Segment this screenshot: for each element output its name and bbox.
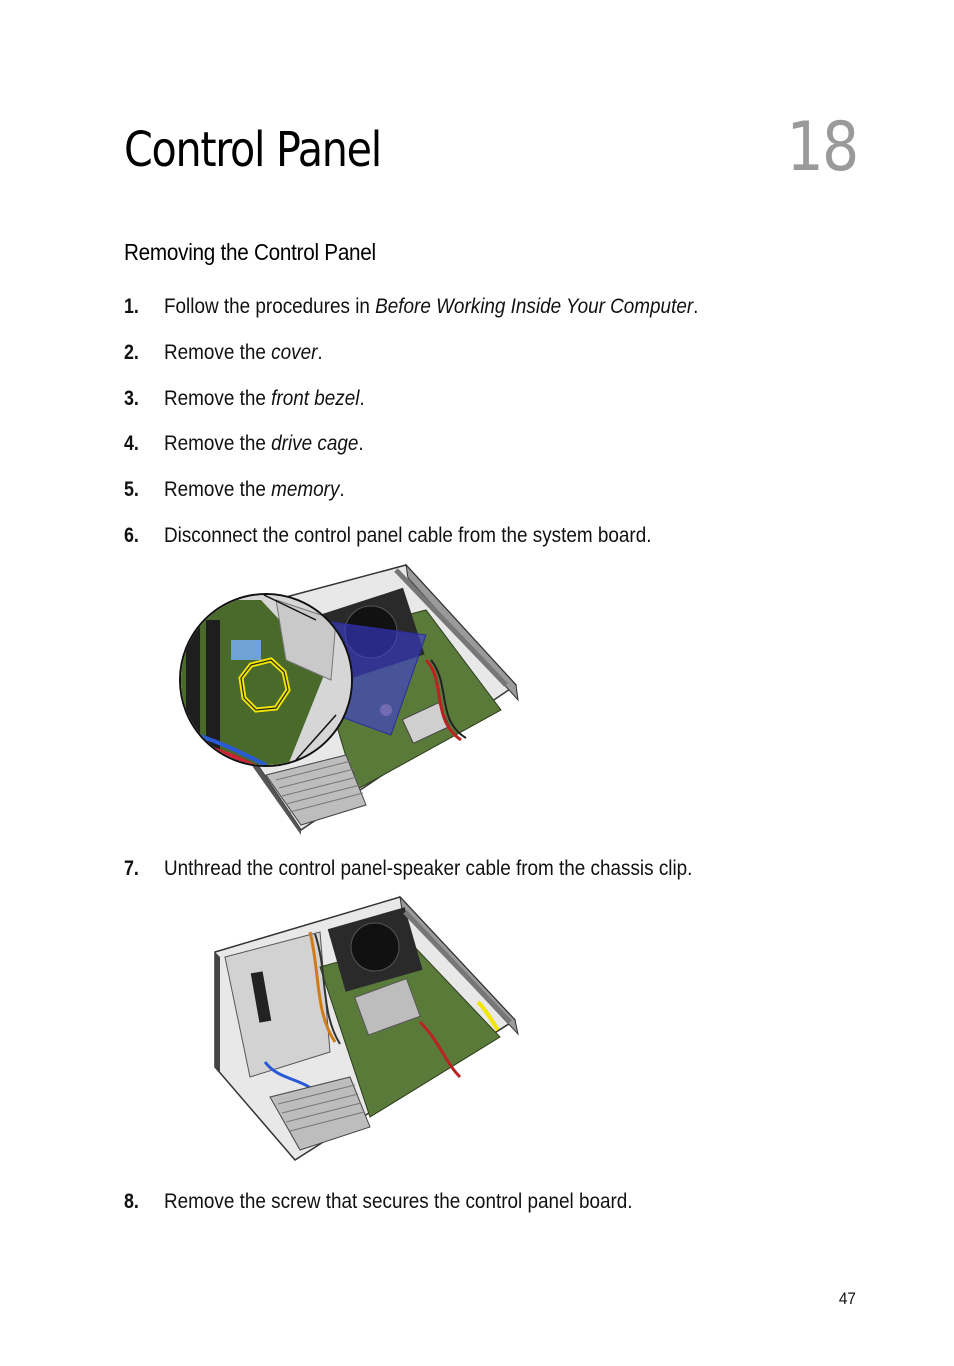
step-3: 3. Remove the front bezel. bbox=[124, 385, 824, 413]
step-link[interactable]: drive cage bbox=[271, 432, 359, 455]
figure-control-panel-cable bbox=[179, 563, 519, 835]
step-text-plain: Follow the procedures in bbox=[164, 295, 376, 318]
step-text: Unthread the control panel-speaker cable… bbox=[164, 857, 693, 880]
step-text: Remove the screw that secures the contro… bbox=[164, 1190, 633, 1213]
step-text-after: . bbox=[339, 478, 345, 501]
step-4: 4. Remove the drive cage. bbox=[124, 430, 824, 458]
page-number: 47 bbox=[838, 1289, 856, 1308]
step-5: 5. Remove the memory. bbox=[124, 476, 824, 504]
section-title: Removing the Control Panel bbox=[124, 239, 376, 265]
step-text: Remove the front bezel. bbox=[164, 385, 365, 413]
step-text: Remove the drive cage. bbox=[164, 430, 364, 458]
step-text-after: . bbox=[693, 295, 699, 318]
step-text: Remove the memory. bbox=[164, 476, 345, 504]
step-number: 6. bbox=[124, 524, 139, 547]
step-number: 5. bbox=[124, 478, 139, 501]
step-6: 6. Disconnect the control panel cable fr… bbox=[124, 522, 824, 550]
step-number: 7. bbox=[124, 857, 139, 880]
step-7: 7. Unthread the control panel-speaker ca… bbox=[124, 855, 824, 883]
figure-chassis-clip bbox=[214, 895, 519, 1161]
step-text-plain: Remove the bbox=[164, 432, 272, 455]
chapter-title: Control Panel bbox=[124, 122, 382, 178]
step-text: Disconnect the control panel cable from … bbox=[164, 524, 652, 547]
step-text-after: . bbox=[358, 432, 364, 455]
step-text: Follow the procedures in Before Working … bbox=[164, 293, 698, 321]
step-link[interactable]: front bezel bbox=[271, 387, 360, 410]
step-link[interactable]: memory bbox=[271, 478, 340, 501]
step-link[interactable]: Before Working Inside Your Computer bbox=[375, 295, 694, 318]
step-number: 3. bbox=[124, 387, 139, 410]
step-text: Remove the cover. bbox=[164, 339, 323, 367]
chapter-number: 18 bbox=[787, 108, 860, 187]
step-text-after: . bbox=[317, 341, 323, 364]
step-2: 2. Remove the cover. bbox=[124, 339, 824, 367]
step-8: 8. Remove the screw that secures the con… bbox=[124, 1188, 824, 1216]
step-1: 1. Follow the procedures in Before Worki… bbox=[124, 293, 824, 321]
step-text-plain: Remove the bbox=[164, 341, 272, 364]
step-text-after: . bbox=[359, 387, 365, 410]
step-number: 8. bbox=[124, 1190, 139, 1213]
step-number: 4. bbox=[124, 432, 139, 455]
step-number: 1. bbox=[124, 295, 139, 318]
step-text-plain: Remove the bbox=[164, 478, 272, 501]
step-link[interactable]: cover bbox=[271, 341, 318, 364]
step-number: 2. bbox=[124, 341, 139, 364]
step-text-plain: Remove the bbox=[164, 387, 272, 410]
